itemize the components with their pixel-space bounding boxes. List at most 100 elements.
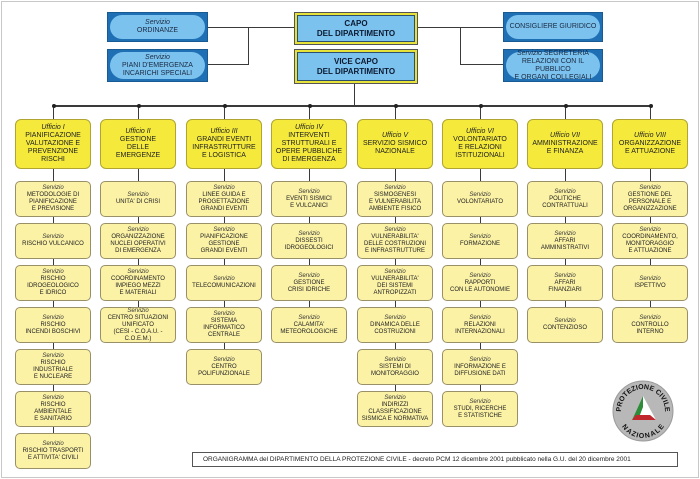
servizio-kind: Servizio <box>213 276 235 282</box>
ufficio-label: Ufficio IV <box>294 124 323 131</box>
servizio-kind: Servizio <box>384 185 406 191</box>
servizio-name: SISTEMI DI MONITORAGGIO <box>371 363 419 377</box>
vice-capo-box[interactable]: VICE CAPO DEL DIPARTIMENTO <box>294 49 418 84</box>
junction-dot <box>136 104 141 108</box>
servizio-name: AFFARI FINANZIARI <box>548 279 582 293</box>
servizio-name: VULNERABILITA' DELLE COSTRUZIONI E INFRA… <box>363 234 426 254</box>
service-segreteria[interactable]: Servizio SEGRETERIA RELAZIONI CON IL PUB… <box>503 49 603 82</box>
junction-dot <box>51 104 56 108</box>
ufficio-label: Ufficio III <box>210 128 238 135</box>
servizio-name: GESTIONE CRISI IDRICHE <box>287 279 331 293</box>
servizio-name: TELECOMUNICAZIONI <box>192 283 256 289</box>
servizio-kind: Servizio <box>384 356 406 363</box>
service-kind: Servizio <box>145 19 170 26</box>
servizio-name: COORDINAMENTO IMPIEGO MEZZI E MATERIALI <box>111 276 165 296</box>
servizio-name: DINAMICA DELLE COSTRUZIONI <box>370 321 420 335</box>
servizio-kind: Servizio <box>469 234 491 240</box>
servizio-kind: Servizio <box>384 227 406 233</box>
servizio-name: CONTROLLO INTERNO <box>631 321 669 335</box>
servizio-kind: Servizio <box>384 269 406 275</box>
servizio-kind: Servizio <box>298 230 320 237</box>
servizio-kind: Servizio <box>213 227 235 233</box>
service-name: ORDINANZE <box>136 27 179 34</box>
servizio-kind: Servizio <box>554 318 576 324</box>
servizio-kind: Servizio <box>384 314 406 321</box>
ufficio-label: Ufficio VII <box>550 132 580 139</box>
servizio-kind: Servizio <box>298 188 320 195</box>
ufficio-name: ORGANIZZAZIONE E ATTUAZIONE <box>618 140 682 155</box>
service-consigliere-giuridico[interactable]: CONSIGLIERE GIURIDICO <box>503 12 603 42</box>
servizio-kind: Servizio <box>298 272 320 279</box>
capo-dipartimento-box[interactable]: CAPO DEL DIPARTIMENTO <box>294 12 418 45</box>
servizio-name: LINEE GUIDA E PROGETTAZIONE GRANDI EVENT… <box>198 192 250 212</box>
ufficio-name: SERVIZIO SISMICO NAZIONALE <box>362 140 428 155</box>
service-name: PIANI D'EMERGENZA INCARICHI SPECIALI <box>122 61 193 77</box>
junction-dot <box>222 104 227 108</box>
servizio-name: FORMAZIONE <box>460 241 500 247</box>
servizio-kind: Servizio <box>469 398 491 405</box>
service-ordinanze[interactable]: Servizio ORDINANZE <box>107 12 208 42</box>
servizio-name: RAPPORTI CON LE AUTONOMIE <box>450 279 510 293</box>
servizio-name: VOLONTARIATO <box>456 199 503 205</box>
servizio-name: COORDINAMENTO, MONITORAGGIO E ATTUAZIONE <box>622 234 678 254</box>
protezione-civile-logo: PROTEZIONE CIVILE NAZIONALE <box>612 380 674 442</box>
servizio-kind: Servizio <box>127 307 149 314</box>
servizio-name: UNITA' DI CRISI <box>115 199 161 205</box>
connector-right-staff-vertical <box>460 27 461 64</box>
service-kind: Servizio <box>145 53 170 61</box>
ufficio-name: VOLONTARIATO E RELAZIONI ISTITUZIONALI <box>453 136 507 159</box>
servizio-name: AFFARI AMMINISTRATIVI <box>540 237 590 251</box>
ufficio-label: Ufficio VIII <box>634 132 666 139</box>
servizio-name: INFORMAZIONE E DIFFUSIONE DATI <box>454 363 506 377</box>
service-piani-emergenza[interactable]: Servizio PIANI D'EMERGENZA INCARICHI SPE… <box>107 49 208 82</box>
